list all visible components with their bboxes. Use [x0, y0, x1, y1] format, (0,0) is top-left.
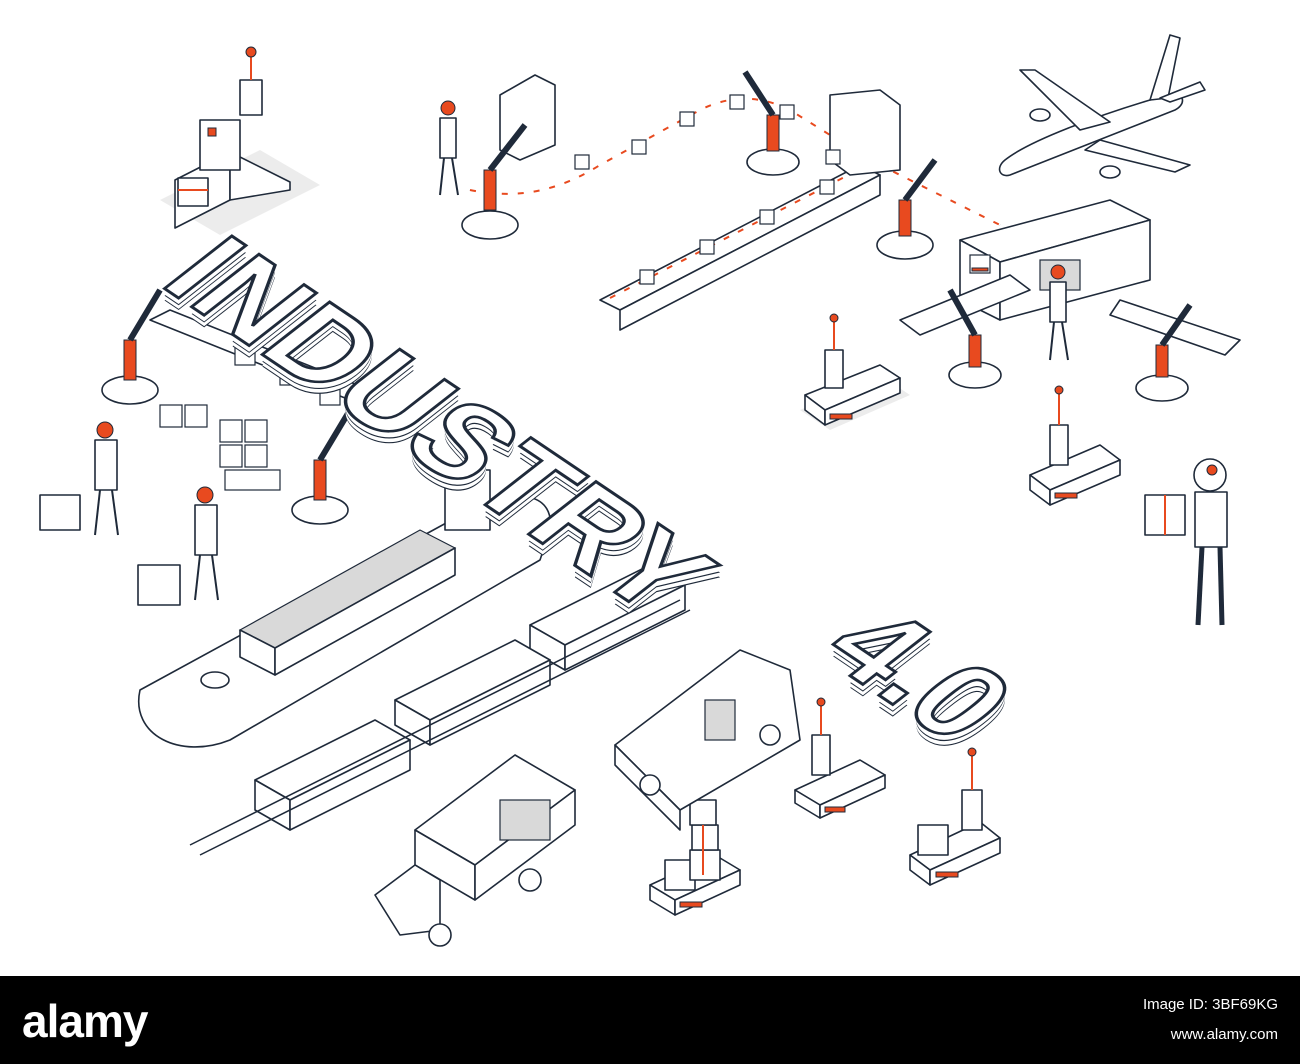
- watermark-meta: Image ID: 3BF69KG www.alamy.com: [1143, 990, 1278, 1050]
- image-id-label: Image ID: 3BF69KG: [1142, 996, 1278, 1013]
- forklift-robot: [160, 46, 320, 235]
- agv-robot-1: [800, 313, 910, 430]
- conveyor-boxes: [574, 94, 841, 285]
- robot-arm-1: [461, 123, 528, 240]
- agv-robot-3: [794, 697, 886, 819]
- watermark-footer: alamy Image ID: 3BF69KG www.alamy.com: [0, 976, 1300, 1064]
- alamy-logo: alamy: [22, 995, 148, 1047]
- production-station: [899, 199, 1241, 402]
- cargo-truck: [374, 754, 576, 947]
- isometric-industry-scene: [39, 34, 1241, 947]
- site-url: www.alamy.com: [1170, 1026, 1278, 1043]
- worker-top: [439, 100, 459, 196]
- ship-containers: [238, 529, 457, 676]
- pallet-boxes: [159, 344, 341, 491]
- robot-arm-2: [742, 70, 800, 176]
- robot-arm-4: [947, 288, 1002, 389]
- robot-arm-5: [1135, 303, 1193, 402]
- palletizing-area: [101, 288, 371, 525]
- freight-train: [189, 564, 691, 856]
- robot-arm-3: [876, 158, 938, 260]
- humanoid-robot: [1144, 458, 1228, 626]
- cargo-ship: [137, 440, 552, 748]
- delivery-van: [614, 649, 801, 831]
- agv-robot-4: [909, 747, 1001, 886]
- agv-robot-5: [649, 799, 741, 916]
- agv-robot-2: [1029, 385, 1121, 506]
- worker-handtruck-1: [39, 421, 119, 536]
- worker-handtruck-2: [137, 486, 219, 606]
- robot-arm-7: [291, 408, 353, 525]
- robot-arm-6: [101, 288, 163, 405]
- conveyor-line: [439, 70, 1003, 331]
- worker-right: [1049, 264, 1069, 361]
- airplane: [998, 34, 1206, 179]
